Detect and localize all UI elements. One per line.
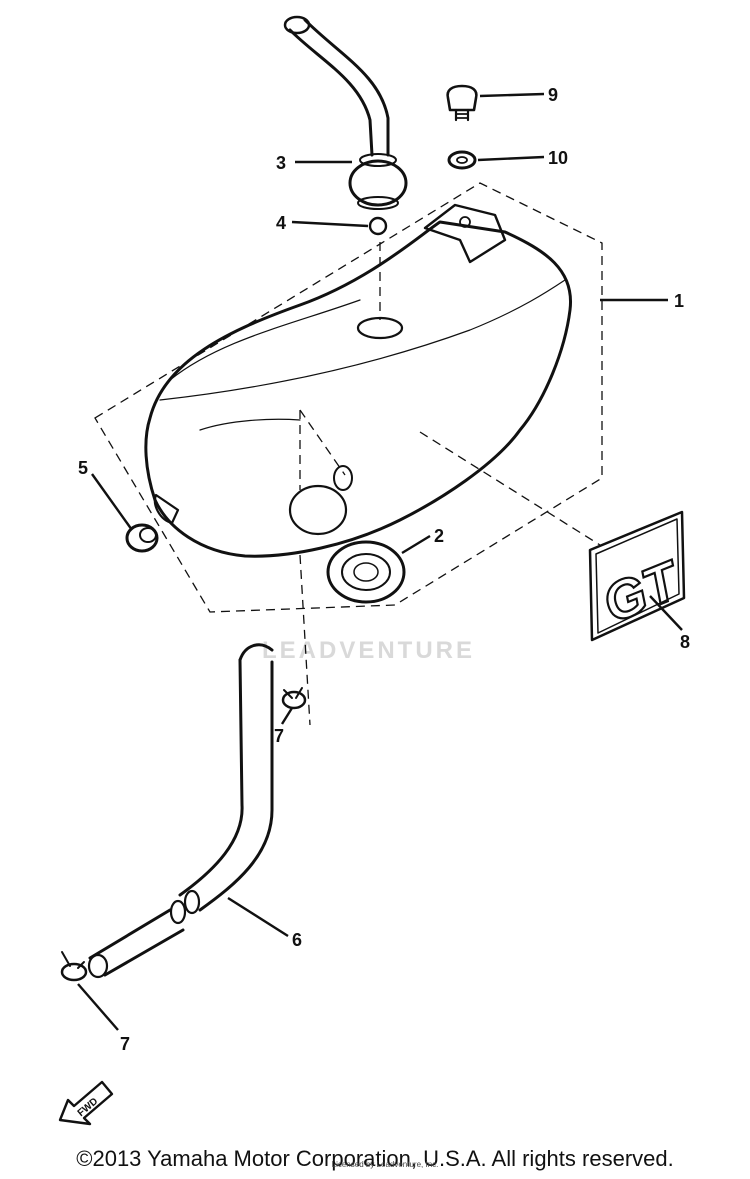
leader-5 — [91, 473, 133, 531]
part-washer — [447, 150, 477, 170]
part-ball — [368, 216, 388, 236]
callout-7-lower: 7 — [120, 1034, 130, 1054]
callout-7-upper: 7 — [274, 726, 284, 746]
leader-10 — [477, 155, 545, 162]
callout-10: 10 — [548, 148, 568, 168]
part-cap — [326, 540, 406, 604]
part-emblem: GT — [588, 510, 692, 642]
watermark: LEADVENTURE — [262, 637, 475, 664]
assembly-outline — [94, 182, 603, 613]
leader-6 — [227, 896, 289, 938]
callout-2: 2 — [434, 526, 444, 546]
part-clip-lower — [60, 951, 88, 982]
callout-9: 9 — [548, 85, 558, 105]
part-clip-upper — [281, 687, 307, 710]
emblem-text: GT — [595, 549, 691, 634]
leader-4 — [291, 220, 369, 228]
forward-direction-arrow: FWD — [58, 1080, 114, 1126]
leader-7a — [280, 707, 294, 725]
callout-6: 6 — [292, 930, 302, 950]
part-fuel-pipe — [87, 643, 274, 979]
leader-8 — [649, 595, 683, 631]
fuel-tank — [144, 203, 601, 726]
leader-9 — [479, 92, 545, 98]
part-damper — [125, 523, 159, 553]
copyright-notice: ©2013 Yamaha Motor Corporation, U.S.A. A… — [76, 1146, 674, 1171]
sublicense-notice: Licensed by Leadventure, Inc. — [331, 1160, 439, 1169]
callout-1: 1 — [674, 291, 684, 311]
callout-3: 3 — [276, 153, 286, 173]
part-bolt — [446, 84, 478, 122]
callout-5: 5 — [78, 458, 88, 478]
leader-2 — [401, 534, 431, 555]
callout-4: 4 — [276, 213, 286, 233]
callout-8: 8 — [680, 632, 690, 652]
leader-7b — [77, 983, 119, 1031]
part-breather-hose — [283, 15, 408, 210]
